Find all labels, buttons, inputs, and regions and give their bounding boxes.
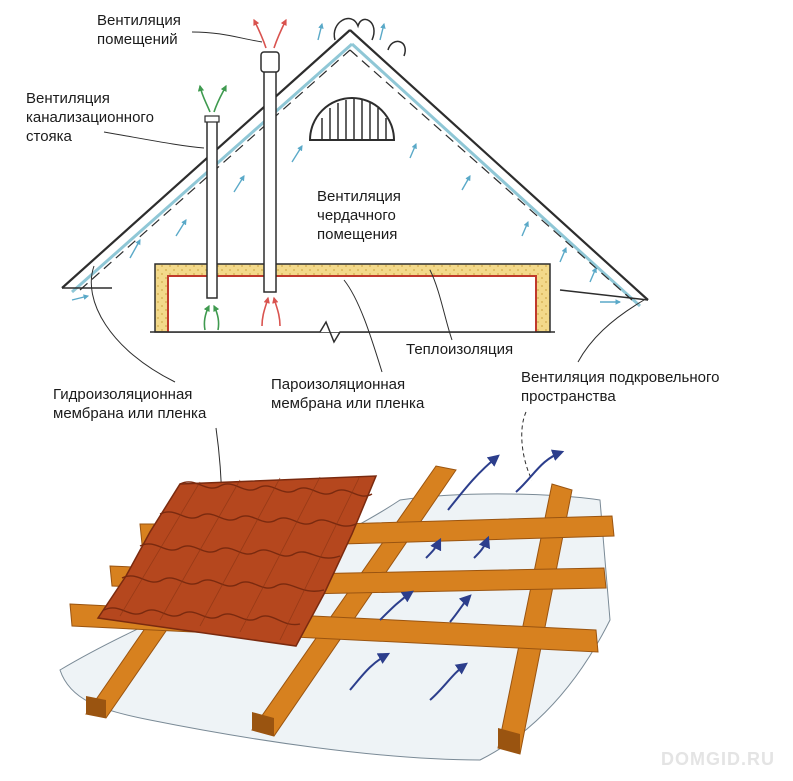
label-attic-ventilation: Вентиляция чердачного помещения — [317, 187, 401, 244]
leader-lines — [90, 31, 645, 665]
label-sewer-ventilation: Вентиляция канализационного стояка — [26, 89, 154, 146]
watermark: DOMGID.RU — [661, 749, 775, 769]
membrane-line-right — [350, 42, 642, 308]
label-room-ventilation: Вентиляция помещений — [97, 11, 181, 49]
gable-vent — [308, 97, 396, 141]
room-vent-pipe — [260, 51, 280, 293]
room-vent-arrows — [253, 18, 287, 327]
label-attic-ventilation-line1: Вентиляция — [317, 188, 401, 205]
label-vapor-line1: Пароизоляционная — [271, 376, 406, 393]
house-section — [61, 17, 649, 344]
underroof-airflow-arrows — [349, 449, 565, 701]
label-vapor-line2: мембрана или пленка — [271, 395, 425, 412]
roof-outline-left — [61, 29, 351, 289]
label-sewer-ventilation-line3: стояка — [26, 128, 72, 145]
label-insulation: Теплоизоляция — [406, 341, 514, 358]
label-waterproof-membrane: Гидроизоляционная мембрана или пленка — [53, 385, 206, 423]
vapor-barrier-line — [167, 275, 537, 332]
label-vapor-membrane: Пароизоляционная мембрана или пленка — [271, 375, 424, 413]
room-interior — [168, 276, 536, 332]
label-underroof-ventilation: Вентиляция подкровельного пространства — [521, 368, 719, 406]
label-sewer-ventilation-line1: Вентиляция — [26, 90, 110, 107]
attic-air-arrows — [71, 22, 622, 305]
roof-buildup — [59, 449, 615, 761]
sewer-vent-arrows — [197, 84, 227, 331]
label-sewer-ventilation-line2: канализационного — [26, 109, 154, 126]
label-waterproof-line1: Гидроизоляционная — [53, 386, 193, 403]
label-room-ventilation-line2: помещений — [97, 31, 178, 48]
sewer-vent-pipe — [204, 115, 220, 299]
label-underroof-line1: Вентиляция подкровельного — [521, 369, 720, 386]
metal-tile-sheet — [96, 475, 378, 647]
label-attic-ventilation-line3: помещения — [317, 226, 398, 243]
label-underroof-line2: пространства — [521, 388, 616, 405]
roof-outline-right — [349, 29, 649, 301]
label-room-ventilation-line1: Вентиляция — [97, 12, 181, 29]
label-attic-ventilation-line2: чердачного — [317, 207, 396, 224]
ridge-vent — [333, 17, 375, 41]
label-waterproof-line2: мембрана или пленка — [53, 405, 207, 422]
